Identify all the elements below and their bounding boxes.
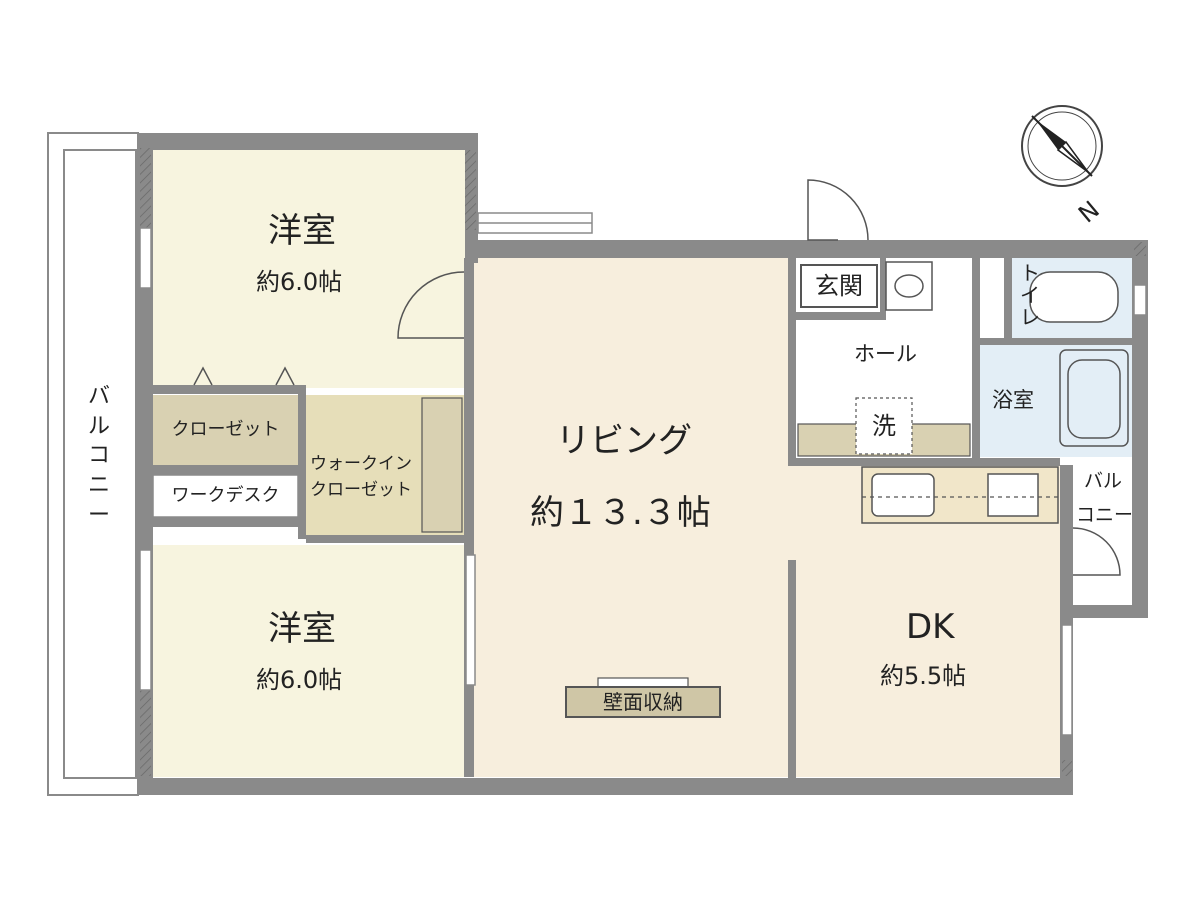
bathtub-inner: [1067, 359, 1121, 439]
balcony-left-inner: [63, 149, 137, 779]
wall-storage-label: 壁面収納: [565, 686, 721, 718]
outer-walls: [138, 133, 1148, 795]
western-top-name: 洋室: [268, 211, 336, 251]
western-bottom-name: 洋室: [268, 609, 336, 649]
dk-size: 約5.5帖: [880, 662, 967, 690]
floor-western-top: [153, 150, 465, 388]
washbasin: [885, 261, 933, 311]
work-desk-label: ワークデスク: [171, 485, 280, 506]
bathtub: [1059, 349, 1129, 447]
western-top-size: 約6.0帖: [256, 268, 343, 296]
toilet-label: トイレ: [1020, 261, 1040, 329]
compass-icon: [1021, 105, 1103, 187]
entrance-label: 玄関: [800, 264, 878, 308]
balcony-right-line1: バル: [1084, 470, 1123, 492]
walkin-shelf: [421, 397, 463, 533]
floor-western-bottom: [153, 545, 465, 777]
hall-label: ホール: [854, 342, 917, 366]
closet-label: クローゼット: [171, 419, 280, 440]
doors: [193, 179, 1121, 576]
bath-label: 浴室: [992, 388, 1034, 412]
kitchen-sink: [871, 473, 935, 517]
walkin-closet-line1: ウォークイン: [310, 454, 412, 474]
kitchen-stove: [987, 473, 1039, 517]
interior-walls: [153, 258, 1132, 778]
balcony-right-line2: コニー: [1076, 504, 1134, 526]
western-bottom-size: 約6.0帖: [256, 666, 343, 694]
windows: [139, 212, 1147, 736]
floor-closet: [153, 395, 298, 465]
washer-label: 洗: [872, 412, 896, 440]
washer-space: [855, 397, 913, 455]
living-name: リビング: [556, 421, 692, 461]
washbasin-bowl: [894, 274, 924, 298]
toilet-fixture: [1029, 271, 1119, 323]
dk-name: DK: [906, 607, 955, 647]
living-size: 約１３.３帖: [530, 493, 711, 533]
balcony-left-label: バルコニー: [88, 384, 111, 528]
walkin-closet-line2: クローゼット: [310, 480, 412, 500]
